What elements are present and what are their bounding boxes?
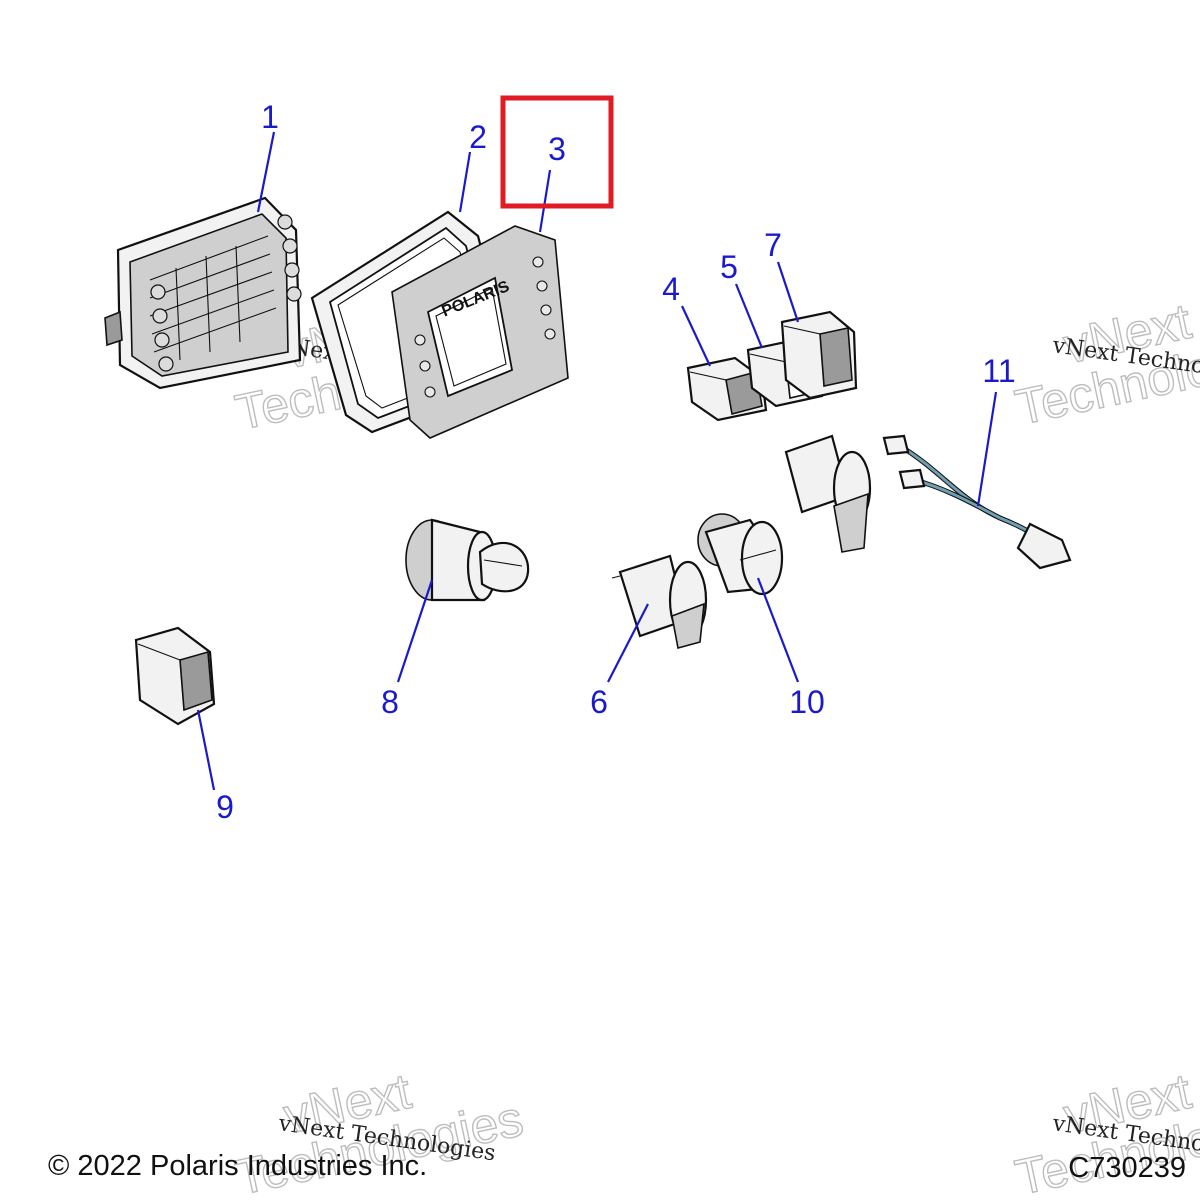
part-11-wire-harness[interactable] [882,434,1072,570]
highlight-box [500,95,614,209]
callout-10[interactable]: 10 [789,684,825,720]
callout-6[interactable]: 6 [590,684,608,720]
leader-lines [196,131,998,791]
callout-8[interactable]: 8 [381,684,399,720]
callout-7[interactable]: 7 [764,227,782,263]
part-socket-upper[interactable] [784,434,872,553]
drawing-code: C730239 [1068,1152,1186,1184]
callout-2[interactable]: 2 [469,119,487,155]
callout-5[interactable]: 5 [720,249,738,285]
part-8-ignition-switch[interactable] [405,518,530,602]
callout-1[interactable]: 1 [261,99,279,135]
part-6-power-socket[interactable] [611,554,708,650]
part-1-gauge[interactable] [104,196,302,390]
callout-3[interactable]: 3 [548,131,566,167]
callout-11[interactable]: 11 [982,353,1015,389]
part-3-bezel-frame[interactable]: POLARIS [391,225,569,439]
copyright-text: © 2022 Polaris Industries Inc. [48,1150,428,1182]
callout-4[interactable]: 4 [662,271,680,307]
part-7-rocker-switch[interactable] [780,310,858,400]
callout-labels: 1 2 3 4 5 6 7 8 9 10 11 [216,99,1016,825]
callout-9[interactable]: 9 [216,789,234,825]
part-10-usb-socket[interactable] [697,513,784,596]
part-9-switch[interactable] [134,626,216,726]
